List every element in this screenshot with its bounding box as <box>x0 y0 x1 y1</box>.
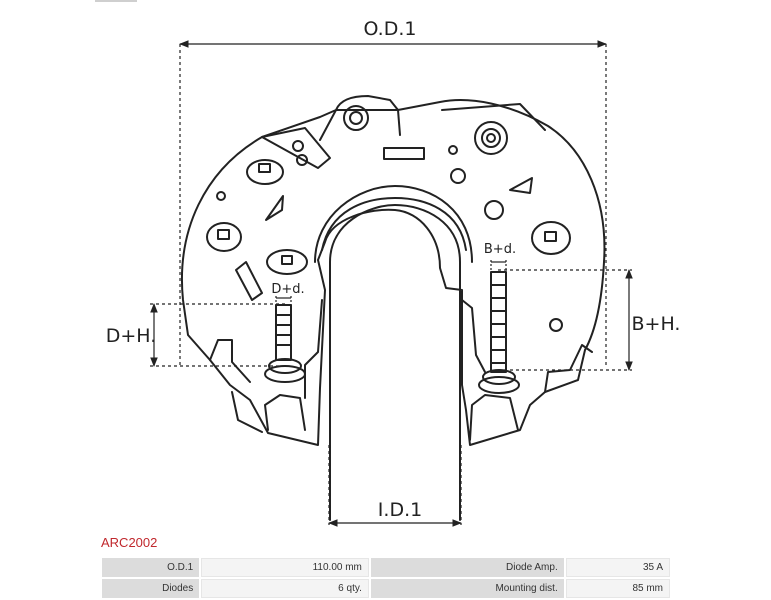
header-strip <box>95 0 137 2</box>
left-screw <box>275 304 292 361</box>
spec-table: O.D.1 110.00 mm Diode Amp. 35 A Diodes 6… <box>100 556 672 600</box>
spec-label: Diodes <box>102 579 200 598</box>
table-row: Diodes 6 qty. Mounting dist. 85 mm <box>102 579 670 598</box>
id-label: I.D.1 <box>378 499 422 521</box>
spec-label: O.D.1 <box>102 558 200 577</box>
table-row: O.D.1 110.00 mm Diode Amp. 35 A <box>102 558 670 577</box>
terminal-ring <box>343 105 369 131</box>
dd-label: D+d. <box>271 282 304 297</box>
central-bore <box>329 204 461 521</box>
dh-label: D+H. <box>106 325 157 347</box>
od-label: O.D.1 <box>364 18 417 40</box>
spec-value: 6 qty. <box>201 579 369 598</box>
top-left-block <box>319 109 401 141</box>
right-screw <box>490 271 507 373</box>
spec-label: Diode Amp. <box>370 558 564 577</box>
bh-label: B+H. <box>632 313 681 335</box>
part-code: ARC2002 <box>101 535 158 550</box>
rectifier-drawing: O.D.1 I.D.1 D+H. B+H. D+d. B+d. <box>106 18 681 527</box>
spec-value: 35 A <box>565 558 670 577</box>
spec-value: 85 mm <box>565 579 670 598</box>
spec-value: 110.00 mm <box>201 558 369 577</box>
bd-label: B+d. <box>484 242 516 257</box>
spec-label: Mounting dist. <box>370 579 564 598</box>
